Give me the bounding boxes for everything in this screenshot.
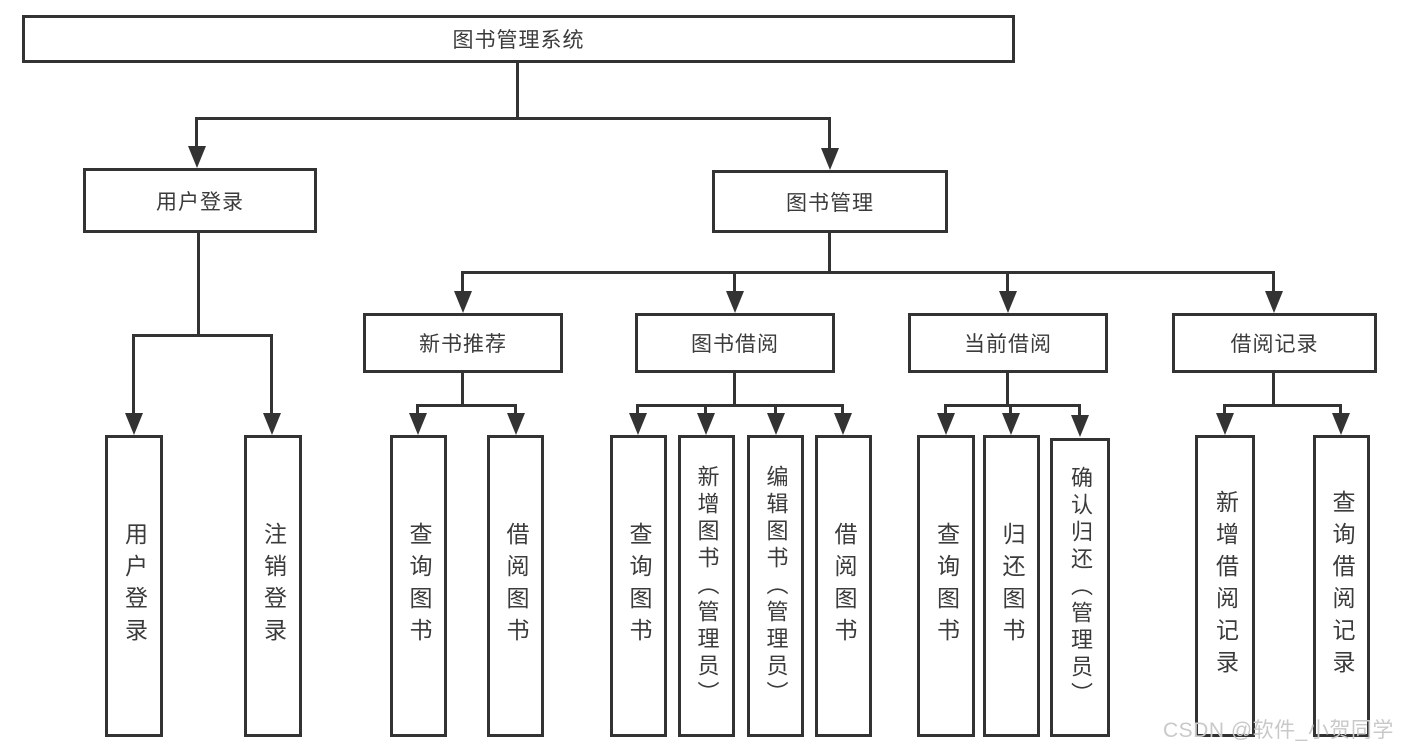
leaf-logout-label: 注销登录 [260, 522, 287, 650]
leaf-current-return-books-label: 归还图书 [999, 522, 1025, 650]
connector-current-borrow-branch [944, 404, 1081, 407]
leaf-borrow-query-books-label: 查询图书 [626, 522, 652, 650]
connector-user-login-branch [132, 334, 273, 337]
connector-drop [1223, 404, 1226, 416]
leaf-records-add-record-label: 新增借阅记录 [1212, 490, 1239, 682]
leaf-borrow-edit-books-admin-label: 编辑图书（管理员） [763, 464, 789, 708]
leaf-borrow-borrow-books: 借阅图书 [815, 435, 872, 737]
arrow-down-icon [507, 413, 525, 435]
arrow-down-icon [263, 413, 281, 435]
arrow-down-icon [821, 148, 839, 170]
leaf-borrow-add-books-admin: 新增图书（管理员） [678, 435, 735, 737]
csdn-watermark: CSDN @软件_小贺同学 [1163, 719, 1394, 742]
leaf-newbook-query-books: 查询图书 [390, 435, 447, 737]
connector-drop [841, 404, 844, 416]
connector-drop-book-management [828, 117, 831, 152]
node-book-management-label: 图书管理 [786, 191, 874, 215]
connector-drop-borrow-records [1272, 271, 1275, 295]
node-borrow-records-label: 借阅记录 [1230, 333, 1319, 356]
arrow-down-icon [629, 413, 647, 435]
arrow-down-icon [767, 413, 785, 435]
leaf-current-confirm-return-admin-label: 确认归还（管理员） [1068, 466, 1093, 709]
node-new-book-recommend: 新书推荐 [363, 313, 563, 373]
connector-drop [514, 404, 517, 416]
connector-drop [416, 404, 419, 416]
node-book-borrow: 图书借阅 [635, 313, 835, 373]
connector-drop [1339, 404, 1342, 416]
arrow-down-icon [125, 413, 143, 435]
arrow-down-icon [454, 291, 472, 313]
leaf-newbook-query-books-label: 查询图书 [406, 522, 432, 650]
arrow-down-icon [188, 146, 206, 168]
leaf-records-add-record: 新增借阅记录 [1195, 435, 1255, 737]
connector-new-book-stem [461, 373, 464, 407]
node-borrow-records: 借阅记录 [1172, 313, 1377, 373]
leaf-borrow-query-books: 查询图书 [610, 435, 667, 737]
connector-drop-user-login [195, 117, 198, 150]
connector-drop-leaf-user-login [132, 334, 135, 416]
connector-current-borrow-stem [1006, 373, 1009, 407]
leaf-newbook-borrow-books-label: 借阅图书 [503, 522, 529, 650]
connector-drop-new-book [461, 271, 464, 295]
connector-drop [774, 404, 777, 416]
arrow-down-icon [726, 291, 744, 313]
connector-drop [704, 404, 707, 416]
arrow-down-icon [409, 413, 427, 435]
arrow-down-icon [697, 413, 715, 435]
leaf-current-return-books: 归还图书 [983, 435, 1040, 737]
arrow-down-icon [1071, 415, 1089, 437]
connector-drop [1078, 404, 1081, 416]
leaf-current-confirm-return-admin: 确认归还（管理员） [1050, 438, 1110, 737]
connector-book-management-branch [461, 271, 1275, 274]
leaf-user-login-label: 用户登录 [121, 522, 148, 650]
connector-drop [636, 404, 639, 416]
arrow-down-icon [1332, 413, 1350, 435]
leaf-current-query-books: 查询图书 [917, 435, 975, 737]
connector-book-borrow-stem [733, 373, 736, 407]
connector-root-stem [516, 63, 519, 120]
connector-drop-current-borrow [1006, 271, 1009, 295]
node-current-borrow-label: 当前借阅 [964, 333, 1052, 356]
leaf-borrow-edit-books-admin: 编辑图书（管理员） [747, 435, 804, 737]
arrow-down-icon [1002, 413, 1020, 435]
connector-book-borrow-branch [636, 404, 844, 407]
leaf-user-login: 用户登录 [105, 435, 163, 737]
arrow-down-icon [1265, 291, 1283, 313]
leaf-borrow-add-books-admin-label: 新增图书（管理员） [694, 464, 720, 708]
connector-drop [1009, 404, 1012, 416]
leaf-records-query-record-label: 查询借阅记录 [1329, 490, 1355, 682]
node-book-borrow-label: 图书借阅 [691, 333, 779, 356]
connector-drop-leaf-logout [270, 334, 273, 416]
leaf-records-query-record: 查询借阅记录 [1313, 435, 1370, 737]
leaf-current-query-books-label: 查询图书 [933, 522, 960, 650]
connector-user-login-stem [197, 233, 200, 337]
leaf-newbook-borrow-books: 借阅图书 [487, 435, 544, 737]
node-user-login: 用户登录 [83, 168, 317, 233]
node-library-management-system: 图书管理系统 [22, 15, 1015, 63]
node-user-login-label: 用户登录 [156, 190, 244, 214]
node-book-management: 图书管理 [712, 170, 948, 233]
connector-borrow-records-branch [1223, 404, 1342, 407]
leaf-borrow-borrow-books-label: 借阅图书 [831, 522, 857, 650]
node-library-management-system-label: 图书管理系统 [452, 29, 585, 52]
connector-root-branch [196, 117, 831, 120]
connector-new-book-branch [416, 404, 517, 407]
arrow-down-icon [937, 413, 955, 435]
arrow-down-icon [999, 291, 1017, 313]
node-new-book-recommend-label: 新书推荐 [419, 333, 507, 356]
connector-drop-book-borrow [733, 271, 736, 295]
node-current-borrow: 当前借阅 [908, 313, 1108, 373]
arrow-down-icon [834, 413, 852, 435]
leaf-logout: 注销登录 [244, 435, 302, 737]
arrow-down-icon [1216, 413, 1234, 435]
connector-book-management-stem [828, 233, 831, 274]
connector-borrow-records-stem [1272, 373, 1275, 407]
connector-drop [944, 404, 947, 416]
